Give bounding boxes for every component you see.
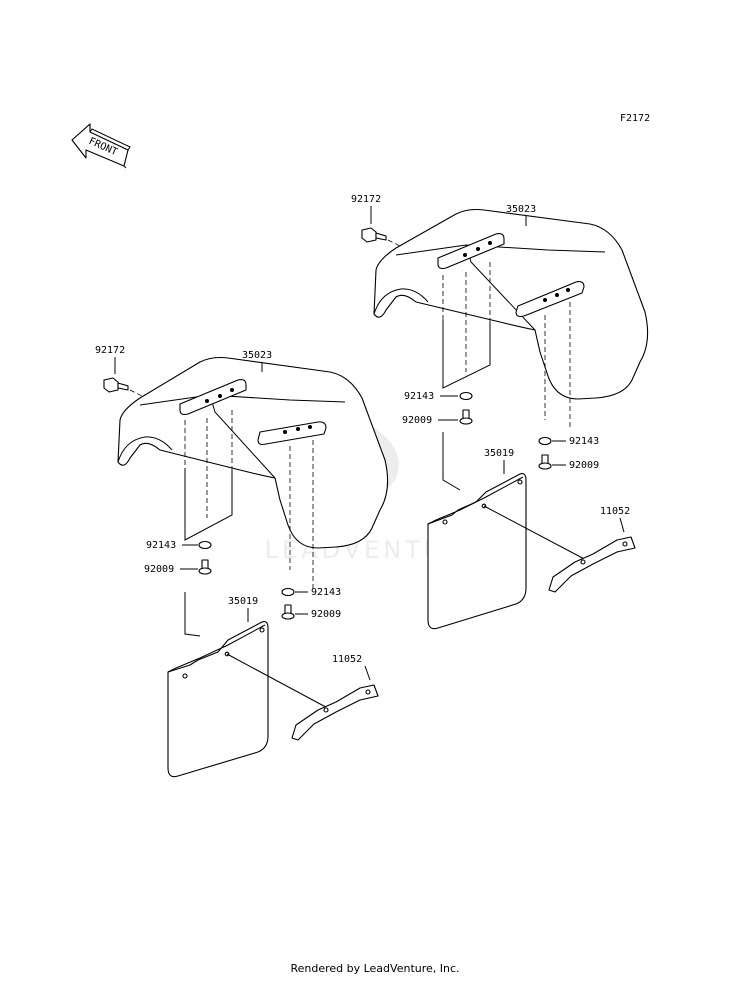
left-washer-a-callout: 92143: [146, 540, 176, 551]
left-bolt-callout: 92172: [95, 345, 125, 356]
right-washer-b: [538, 436, 552, 446]
right-bolt-callout: 92172: [351, 194, 381, 205]
right-washer-a-callout: 92143: [404, 391, 434, 402]
left-bolt-a-callout: 92009: [144, 564, 174, 575]
right-bolt-a-callout: 92009: [402, 415, 432, 426]
left-bolt-92172: [103, 377, 143, 397]
left-flap-callout: 35019: [228, 596, 258, 607]
right-bolt-b: [538, 454, 552, 470]
left-assembly: 35023 92172 92143 92009 92143 92009: [95, 345, 389, 778]
left-fender: [117, 356, 389, 590]
left-fender-callout: 35023: [242, 350, 272, 361]
left-mud-flap: [167, 621, 269, 778]
footer-credit: Rendered by LeadVenture, Inc.: [290, 962, 460, 975]
left-bolt-a: [198, 559, 212, 575]
right-bracket-11052: [548, 536, 636, 593]
left-bolt-b-callout: 92009: [311, 609, 341, 620]
figure-code: F2172: [620, 113, 650, 124]
right-assembly: 35023 92172 92143 92009 92143 92009: [351, 194, 649, 630]
left-washer-a: [198, 540, 212, 550]
front-arrow-icon: FRONT: [71, 123, 131, 169]
right-flap-callout: 35019: [484, 448, 514, 459]
right-bolt-b-callout: 92009: [569, 460, 599, 471]
right-washer-a: [459, 391, 473, 401]
left-bracket-callout: 11052: [332, 654, 362, 665]
right-bracket-callout: 11052: [600, 506, 630, 517]
right-fender: [373, 208, 649, 430]
right-mud-flap: [427, 473, 527, 630]
left-bolt-b: [281, 604, 295, 620]
right-washer-b-callout: 92143: [569, 436, 599, 447]
left-washer-b-callout: 92143: [311, 587, 341, 598]
right-bolt-a: [459, 409, 473, 425]
right-bolt-92172: [361, 227, 401, 247]
left-bracket-11052: [291, 684, 379, 741]
right-fender-callout: 35023: [506, 204, 536, 215]
left-washer-b: [281, 587, 295, 597]
